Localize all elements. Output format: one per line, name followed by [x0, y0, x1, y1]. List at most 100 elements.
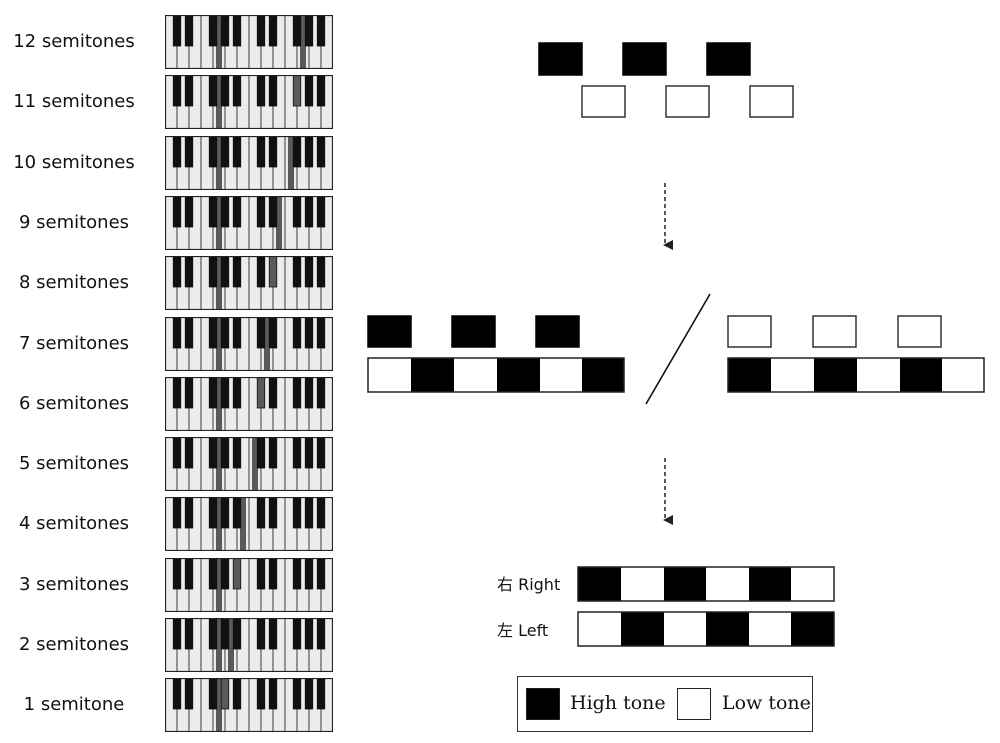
- highlighted-black-key: [268, 256, 278, 288]
- highlighted-white-key: [288, 166, 294, 189]
- black-key: [304, 195, 314, 228]
- piano-keyboard-graphic: [165, 135, 333, 190]
- highlighted-white-key: [216, 557, 222, 589]
- black-key: [232, 75, 242, 107]
- black-key: [304, 618, 314, 650]
- black-key: [208, 75, 218, 107]
- black-key: [184, 135, 194, 167]
- high-tone-block: [622, 42, 667, 76]
- highlighted-white-key: [216, 678, 222, 710]
- highlighted-black-key: [292, 75, 302, 107]
- semitone-row-label: 11 semitones: [13, 91, 135, 113]
- black-key: [184, 195, 194, 228]
- black-key: [304, 256, 314, 288]
- black-key: [292, 15, 302, 47]
- black-key: [232, 618, 242, 650]
- black-key: [304, 437, 314, 469]
- black-key: [184, 678, 194, 710]
- black-key: [172, 316, 182, 348]
- piano-keyboard-graphic: [165, 256, 333, 311]
- black-key: [184, 376, 194, 409]
- highlighted-white-key: [216, 497, 222, 529]
- black-key: [172, 15, 182, 47]
- piano-keyboard-graphic: [165, 376, 333, 431]
- highlighted-white-key: [228, 618, 234, 649]
- piano-keyboard-graphic: [165, 678, 333, 733]
- black-key: [316, 75, 326, 107]
- black-key: [184, 437, 194, 469]
- middle-right-pattern: [727, 315, 985, 393]
- black-key: [256, 256, 266, 288]
- black-key: [292, 195, 302, 228]
- piano-keyboard: [165, 497, 333, 552]
- highlighted-white-key: [252, 437, 258, 469]
- semitone-row-label: 10 semitones: [13, 151, 135, 173]
- black-key: [232, 195, 242, 228]
- piano-keyboard: [165, 75, 333, 130]
- black-key: [304, 557, 314, 590]
- black-key: [268, 75, 278, 107]
- low-tone-block: [749, 85, 794, 118]
- highlighted-black-key: [220, 678, 230, 710]
- black-key: [232, 376, 242, 409]
- semitone-row-label: 2 semitones: [18, 634, 130, 655]
- highlighted-white-key: [216, 195, 222, 227]
- black-key: [232, 135, 242, 167]
- black-key: [316, 256, 326, 288]
- black-key: [316, 15, 326, 47]
- piano-keyboard: [165, 135, 333, 190]
- black-key: [316, 618, 326, 650]
- semitone-row-label: 6 semitones: [18, 392, 130, 414]
- black-key: [256, 678, 266, 710]
- black-key: [232, 316, 242, 348]
- black-key: [172, 557, 182, 590]
- black-key: [256, 557, 266, 590]
- black-key: [220, 316, 230, 348]
- semitone-row-label: 9 semitones: [18, 211, 130, 233]
- black-key: [220, 618, 230, 650]
- highlighted-white-key: [288, 135, 294, 167]
- black-key: [256, 497, 266, 529]
- highlighted-white-key: [240, 497, 246, 529]
- black-key: [316, 135, 326, 167]
- piano-keyboard: [165, 15, 333, 69]
- black-key: [172, 376, 182, 409]
- highlighted-white-key: [216, 316, 222, 348]
- black-key: [256, 316, 266, 348]
- high-tone-swatch: [526, 688, 560, 720]
- black-key: [304, 376, 314, 409]
- black-key: [304, 75, 314, 107]
- highlighted-white-key: [216, 256, 222, 288]
- highlighted-white-key: [216, 649, 222, 671]
- black-key: [256, 618, 266, 650]
- black-key: [316, 678, 326, 710]
- highlighted-white-key: [216, 407, 222, 430]
- high-tone-block: [367, 315, 412, 348]
- black-key: [232, 256, 242, 288]
- black-key: [172, 437, 182, 469]
- black-key: [220, 195, 230, 228]
- black-key: [172, 75, 182, 107]
- piano-keyboard: [165, 376, 333, 431]
- black-key: [268, 376, 278, 409]
- piano-keyboard-graphic: [165, 195, 333, 250]
- black-key: [304, 135, 314, 167]
- black-key: [208, 678, 218, 710]
- black-key: [184, 75, 194, 107]
- black-key: [220, 75, 230, 107]
- highlighted-white-key: [276, 226, 282, 249]
- piano-keyboard: [165, 316, 333, 371]
- black-key: [232, 15, 242, 47]
- black-key: [292, 618, 302, 650]
- piano-keyboard-graphic: [165, 75, 333, 130]
- highlighted-white-key: [216, 468, 222, 491]
- piano-keyboard: [165, 678, 333, 733]
- highlighted-white-key: [216, 376, 222, 408]
- highlighted-white-key: [216, 226, 222, 249]
- black-key: [268, 497, 278, 529]
- semitone-row-label: 4 semitones: [18, 513, 130, 535]
- black-key: [268, 437, 278, 469]
- piano-keyboard-graphic: [165, 557, 333, 612]
- highlighted-white-key: [216, 46, 222, 68]
